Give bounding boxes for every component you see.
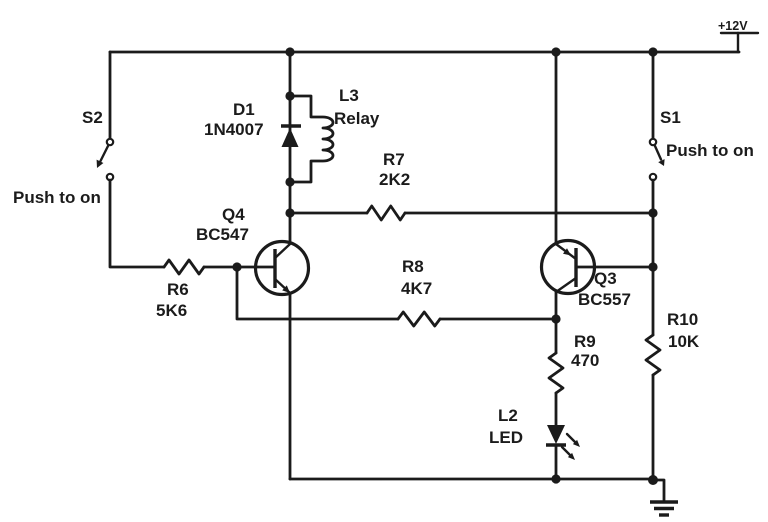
junction-dot [551, 314, 561, 324]
led-l2 [546, 425, 580, 481]
label-l2-part: LED [489, 428, 523, 447]
label-l3-ref: L3 [339, 86, 359, 105]
q3-emitter-arrow [563, 248, 571, 256]
l2-triangle [547, 425, 565, 444]
transistor-q4-npn [253, 239, 311, 481]
junction-dot [648, 262, 658, 272]
resistor-r9 [547, 351, 565, 427]
junction-dot [232, 262, 242, 272]
label-d1-part: 1N4007 [204, 120, 264, 139]
diode-d1 [281, 124, 301, 147]
label-q3-ref: Q3 [594, 269, 617, 288]
label-r9-ref: R9 [574, 332, 596, 351]
label-r10-value: 10K [668, 332, 700, 351]
label-q3-part: BC557 [578, 290, 631, 309]
label-s2-ref: S2 [82, 108, 103, 127]
l2-emission-arrows [560, 432, 580, 460]
switch-s2 [96, 50, 166, 269]
q4-emitter-arrow [282, 285, 290, 293]
junction-dot [648, 208, 658, 218]
label-s1-ref: S1 [660, 108, 681, 127]
transistor-q3-pnp [539, 238, 655, 355]
junction-dot [285, 91, 295, 101]
label-r9-value: 470 [571, 351, 599, 370]
label-q4-ref: Q4 [222, 205, 245, 224]
label-r8-value: 4K7 [401, 279, 432, 298]
junction-dot [551, 47, 561, 57]
relay-coil-l3 [288, 94, 335, 184]
labels: S2 Push to on D1 1N4007 L3 Relay R7 2K2 … [13, 86, 754, 447]
label-r7-ref: R7 [383, 150, 405, 169]
label-q4-part: BC547 [196, 225, 249, 244]
resistor-r7 [288, 204, 655, 222]
supply-12v-symbol: +12V [718, 19, 760, 54]
s2-contact-top [105, 137, 115, 147]
d1-triangle [281, 128, 299, 147]
junction-dot [285, 47, 295, 57]
junction-dot [648, 47, 658, 57]
s2-lever-arrow [96, 159, 104, 168]
label-r8-ref: R8 [402, 257, 424, 276]
junction-dot [285, 177, 295, 187]
label-l3-value: Relay [334, 109, 380, 128]
junction-dot [648, 475, 658, 485]
resistor-r8 [235, 265, 558, 328]
label-r6-value: 5K6 [156, 301, 187, 320]
junction-dot [551, 474, 561, 484]
label-s1-action: Push to on [666, 141, 754, 160]
label-l2-ref: L2 [498, 406, 518, 425]
label-d1-ref: D1 [233, 100, 255, 119]
label-r6-ref: R6 [167, 280, 189, 299]
s1-contact-top [648, 137, 658, 147]
label-r7-value: 2K2 [379, 170, 410, 189]
supply-label: +12V [718, 19, 748, 33]
resistor-r6 [162, 258, 277, 276]
label-r10-ref: R10 [667, 310, 698, 329]
junction-dots [232, 47, 658, 485]
resistor-r10 [644, 333, 662, 482]
switch-s1 [648, 50, 665, 337]
junction-dot [285, 208, 295, 218]
ground-symbol [650, 478, 678, 517]
s1-lever-arrow [658, 159, 665, 166]
label-s2-action: Push to on [13, 188, 101, 207]
